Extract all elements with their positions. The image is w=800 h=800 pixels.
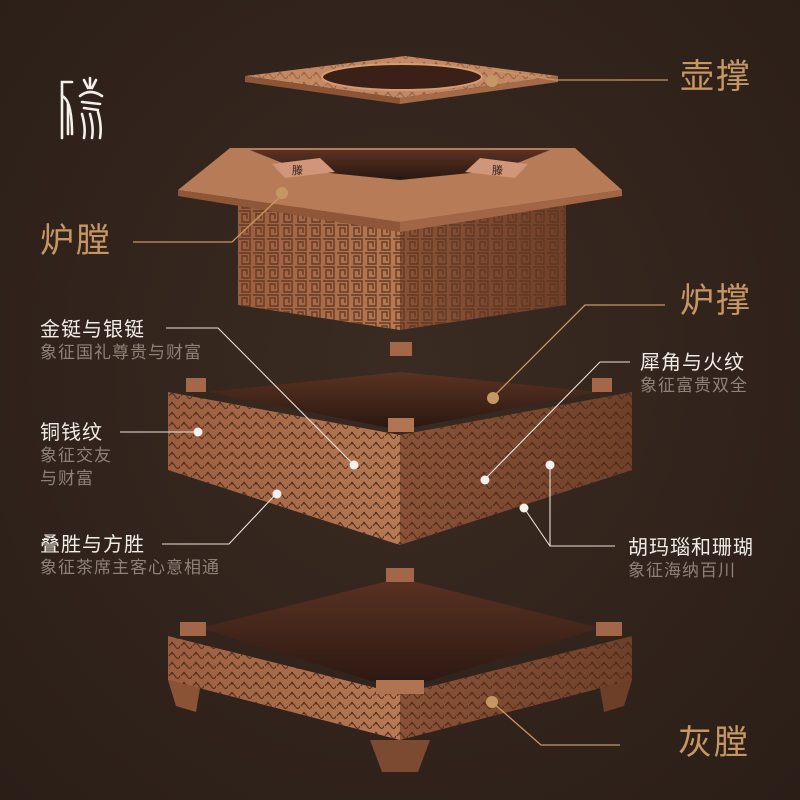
stove-chamber: 滕 滕 bbox=[178, 148, 622, 330]
callout-desc-line1: 象征交友 bbox=[40, 446, 112, 466]
svg-text:滕: 滕 bbox=[292, 163, 303, 177]
callout-coin-pattern: 铜钱纹 象征交友 与财富 bbox=[40, 420, 112, 491]
callout-title: 犀角与火纹 bbox=[640, 350, 745, 374]
seal-logo-icon bbox=[58, 74, 106, 144]
stove-stand bbox=[168, 342, 632, 545]
callout-title: 铜钱纹 bbox=[40, 420, 103, 444]
callout-desc-line2: 与财富 bbox=[40, 468, 94, 489]
part-leader-lines bbox=[133, 69, 668, 746]
callout-agate-coral: 胡玛瑙和珊瑚 象征海纳百川 bbox=[628, 535, 754, 583]
callout-desc: 象征富贵双全 bbox=[640, 376, 748, 396]
part-label-stove-chamber: 炉膛 bbox=[40, 221, 112, 261]
callout-desc: 象征茶席主客心意相通 bbox=[40, 558, 220, 578]
callout-title: 金铤与银铤 bbox=[40, 317, 145, 341]
part-anchor-dots bbox=[276, 75, 499, 708]
callout-title: 胡玛瑙和珊瑚 bbox=[628, 535, 754, 559]
ash-tray bbox=[168, 568, 632, 772]
part-label-ash-chamber: 灰膛 bbox=[678, 723, 750, 763]
callout-diesheng-fangsheng: 叠胜与方胜 象征茶席主客心意相通 bbox=[40, 532, 220, 580]
part-label-stove-support: 炉撑 bbox=[680, 281, 752, 321]
pot-support-plate bbox=[245, 56, 558, 104]
callout-gold-silver-ingot: 金铤与银铤 象征国礼尊贵与财富 bbox=[40, 317, 202, 365]
callout-rhino-horn-fire: 犀角与火纹 象征富贵双全 bbox=[640, 350, 748, 398]
motif-leader-lines bbox=[120, 327, 630, 547]
callout-desc: 象征国礼尊贵与财富 bbox=[40, 343, 202, 363]
callout-desc: 象征海纳百川 bbox=[628, 561, 736, 581]
callout-title: 叠胜与方胜 bbox=[40, 532, 145, 556]
part-label-pot-support: 壶撑 bbox=[680, 57, 752, 97]
svg-text:滕: 滕 bbox=[492, 163, 503, 177]
motif-anchor-dots bbox=[193, 427, 555, 513]
